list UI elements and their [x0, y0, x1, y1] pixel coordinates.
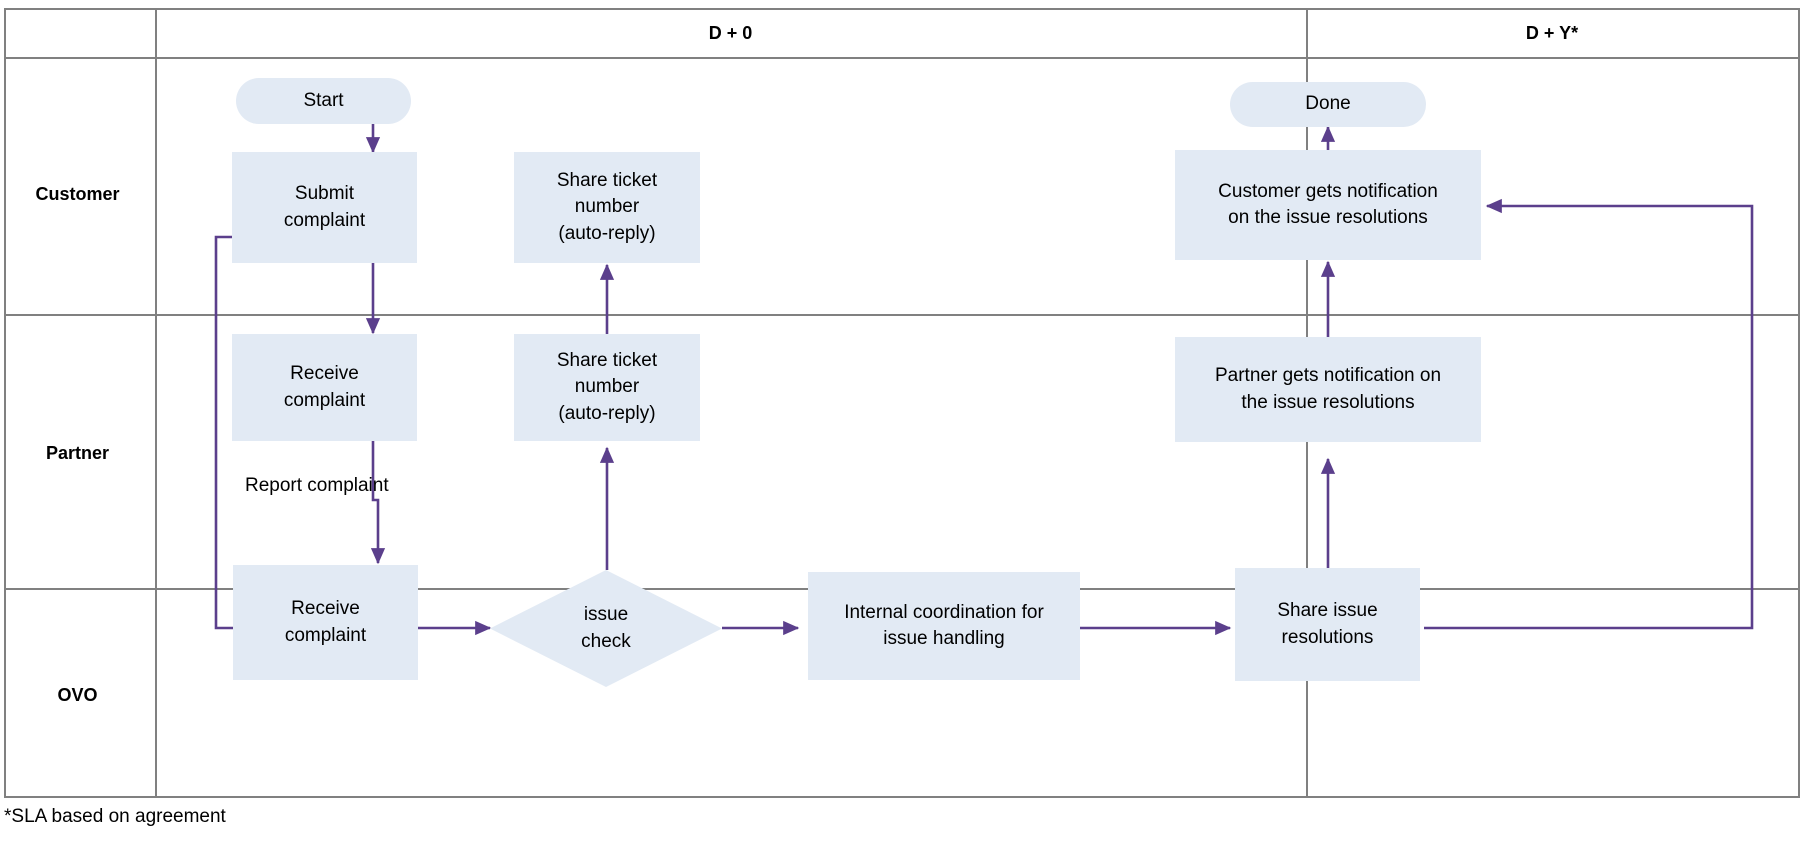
edge-partner-report-complaint	[370, 440, 386, 565]
grid-top-border	[4, 8, 1800, 10]
grid-right-border	[1798, 8, 1800, 798]
node-start[interactable]: Start	[236, 78, 411, 124]
grid-customer-partner-divider	[4, 314, 1800, 316]
lane-label-partner: Partner	[45, 443, 110, 463]
edge-label-report-complaint: Report complaint	[245, 475, 389, 496]
lane-label-ovo: OVO	[57, 685, 98, 705]
footnote-sla: *SLA based on agreement	[4, 806, 226, 827]
lane-label-customer: Customer	[35, 184, 120, 204]
grid-bottom-border	[4, 796, 1800, 798]
phase-header-dy: D + Y*	[1525, 23, 1579, 43]
node-done[interactable]: Done	[1230, 82, 1426, 127]
phase-header-d0: D + 0	[708, 23, 753, 43]
grid-lane-label-divider	[155, 8, 157, 798]
grid-left-border	[4, 8, 6, 798]
grid-header-divider	[4, 57, 1800, 59]
